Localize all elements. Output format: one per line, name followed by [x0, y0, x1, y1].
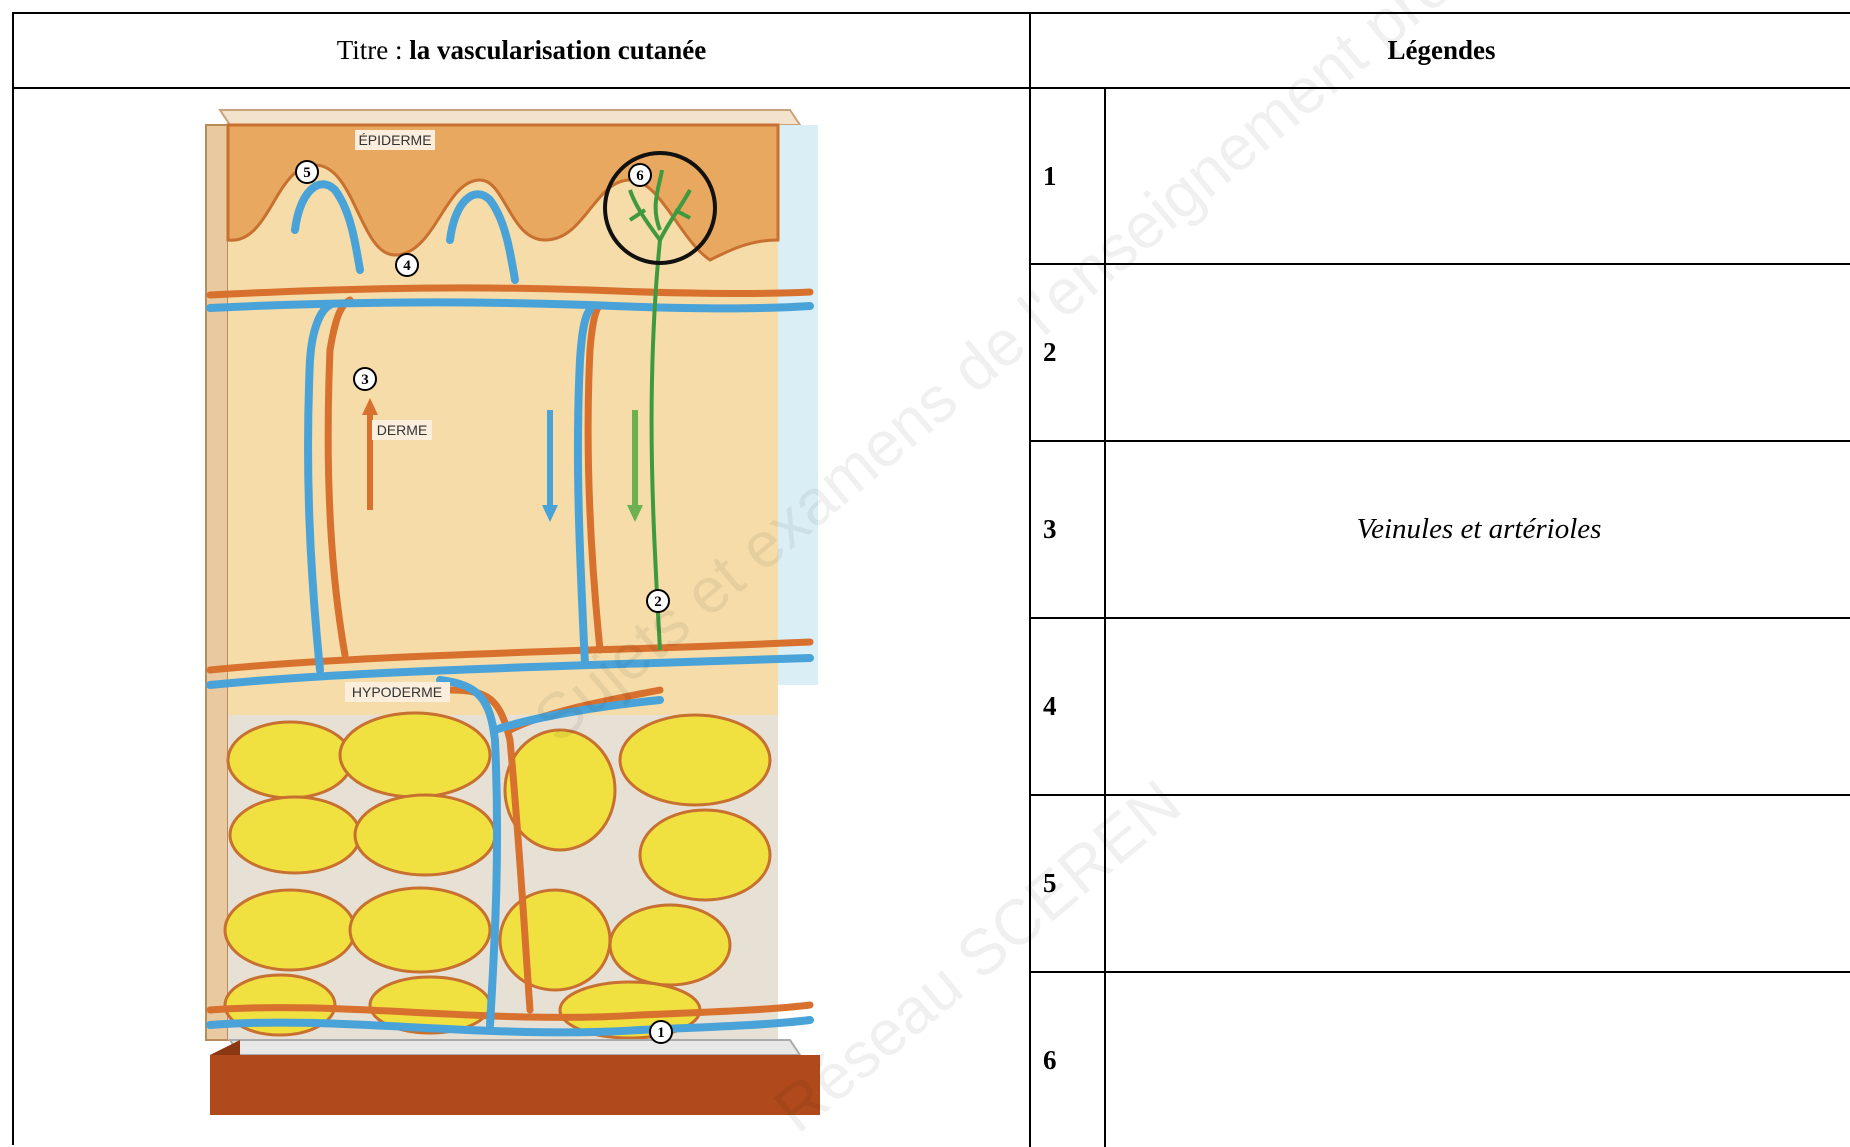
marker-circle [649, 1020, 673, 1044]
grid-line [14, 87, 1850, 89]
legend-heading: Légendes [1387, 35, 1496, 65]
marker-6: 6 [636, 168, 644, 184]
highlight-circle [603, 151, 717, 265]
label-derme: DERME [377, 422, 428, 438]
legend-worksheet: Titre : la vascularisation cutanée Légen… [12, 12, 1850, 1147]
grid-line [1029, 14, 1031, 1147]
legend-value[interactable] [1106, 265, 1850, 440]
grid-line [1031, 440, 1850, 442]
skin-vascularization-illustration: ÉPIDERME DERME HYPODERME 1 2 3 4 5 6 [190, 90, 850, 1120]
marker-5: 5 [303, 165, 311, 181]
grid-line [1031, 971, 1850, 973]
legend-number: 3 [1043, 514, 1057, 544]
skin-cross-section: ÉPIDERME DERME HYPODERME 1 2 3 4 5 6 [205, 109, 820, 1115]
grid-line [1031, 794, 1850, 796]
label-box [345, 682, 450, 702]
title-prefix: Titre : [336, 35, 410, 65]
title-bold: la vascularisation cutanée [409, 35, 707, 65]
fascia-layer [228, 1039, 802, 1056]
muscle-base [210, 1055, 820, 1115]
marker-4: 4 [403, 258, 411, 274]
label-box [355, 130, 435, 150]
legend-number: 5 [1043, 868, 1057, 898]
legend-value[interactable] [1106, 973, 1850, 1147]
veins [206, 180, 814, 1037]
legend-number: 1 [1043, 160, 1057, 191]
legend-value[interactable]: Veinules et artérioles [1356, 513, 1602, 545]
legend-value[interactable] [1106, 89, 1850, 263]
label-box [372, 420, 432, 440]
marker-circle [295, 160, 319, 184]
legend-number: 2 [1043, 337, 1057, 367]
marker-2: 2 [654, 594, 662, 610]
block-left-edge [205, 124, 229, 1041]
legend-number: 6 [1043, 1044, 1057, 1075]
marker-circle [395, 253, 419, 277]
legend-value[interactable] [1106, 796, 1850, 971]
label-epiderme: ÉPIDERME [358, 132, 431, 148]
marker-circle [628, 163, 652, 187]
lymphatic-vessel [628, 169, 692, 651]
marker-circle [353, 367, 377, 391]
legend-value[interactable] [1106, 619, 1850, 794]
flow-arrows [362, 398, 643, 522]
label-hypoderme: HYPODERME [352, 684, 442, 700]
grid-line [1031, 617, 1850, 619]
legend-number: 4 [1043, 691, 1057, 721]
base-corner [210, 1040, 240, 1055]
block-top [218, 109, 802, 126]
block-right-edge [778, 125, 818, 685]
marker-circle [646, 589, 670, 613]
page-title: Titre : la vascularisation cutanée [14, 14, 1029, 87]
marker-1: 1 [657, 1025, 665, 1041]
arteries [206, 284, 814, 1021]
grid-line [1031, 263, 1850, 265]
marker-group: 1 2 3 4 5 6 [295, 160, 673, 1044]
marker-3: 3 [361, 372, 369, 388]
